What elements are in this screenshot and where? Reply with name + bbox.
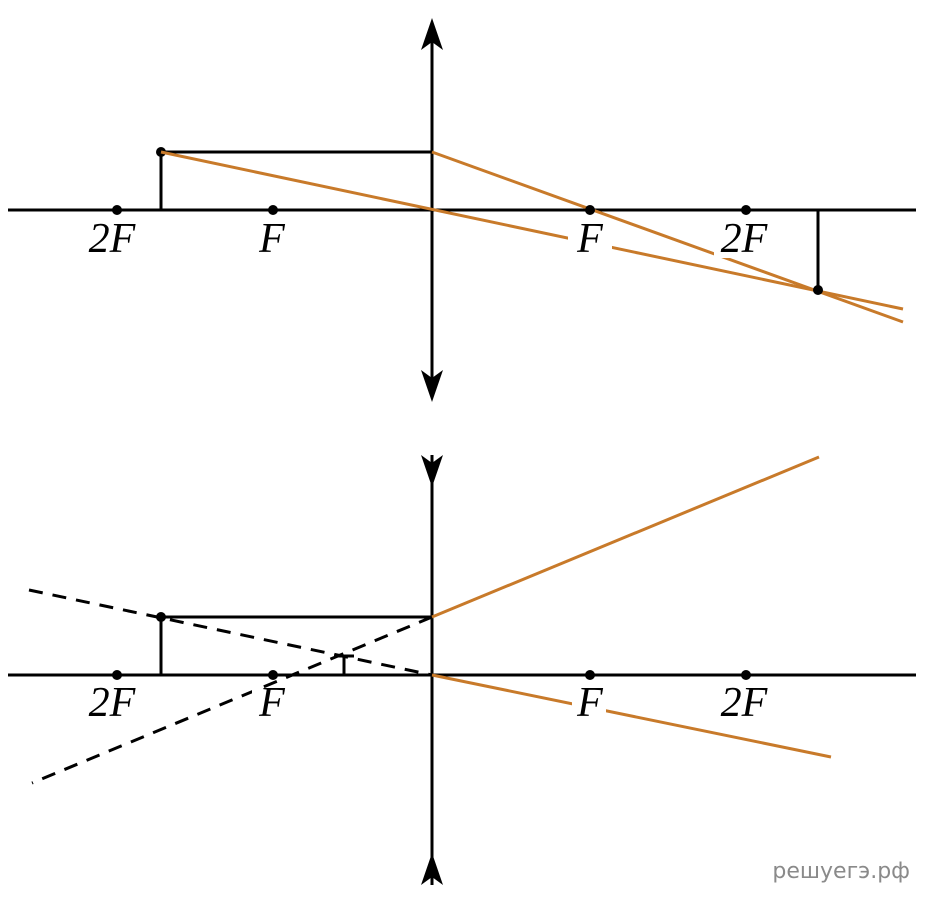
image-tip-point-1: [813, 285, 823, 295]
diverging-lens-diagram: 2F F F 2F: [8, 455, 916, 885]
point-2f-left-1: [112, 205, 122, 215]
point-f-left-2: [268, 670, 278, 680]
label-2f-left-1: 2F: [89, 216, 136, 262]
lens-bottom-inward-arrow-icon: [421, 853, 443, 885]
point-2f-left-2: [112, 670, 122, 680]
dashed-extension-central-ray-2: [28, 588, 433, 677]
label-f-right-2: F: [576, 680, 603, 726]
point-f-right-2: [585, 670, 595, 680]
point-f-left-1: [268, 205, 278, 215]
point-2f-right-2: [741, 670, 751, 680]
refracted-ray-through-focus-1: [431, 150, 904, 324]
diverged-ray-2: [431, 455, 820, 619]
lens-top-arrow-icon: [421, 18, 443, 50]
label-2f-right-1: 2F: [721, 216, 768, 262]
central-ray-2: [431, 673, 832, 759]
watermark: решуегэ.рф: [772, 859, 910, 884]
central-ray-1: [160, 150, 904, 311]
label-f-right-1: F: [576, 216, 603, 262]
converging-lens-diagram: 2F F F 2F: [8, 18, 916, 402]
point-2f-right-1: [741, 205, 751, 215]
point-f-right-1: [585, 205, 595, 215]
lens-top-inward-arrow-icon: [421, 455, 443, 487]
label-f-left-1: F: [258, 216, 285, 262]
lens-bottom-arrow-icon: [421, 370, 443, 402]
label-2f-right-2: 2F: [721, 680, 768, 726]
label-f-left-2: F: [258, 680, 285, 726]
dashed-extension-diverged-ray-2: [31, 615, 433, 785]
label-2f-left-2: 2F: [89, 680, 136, 726]
